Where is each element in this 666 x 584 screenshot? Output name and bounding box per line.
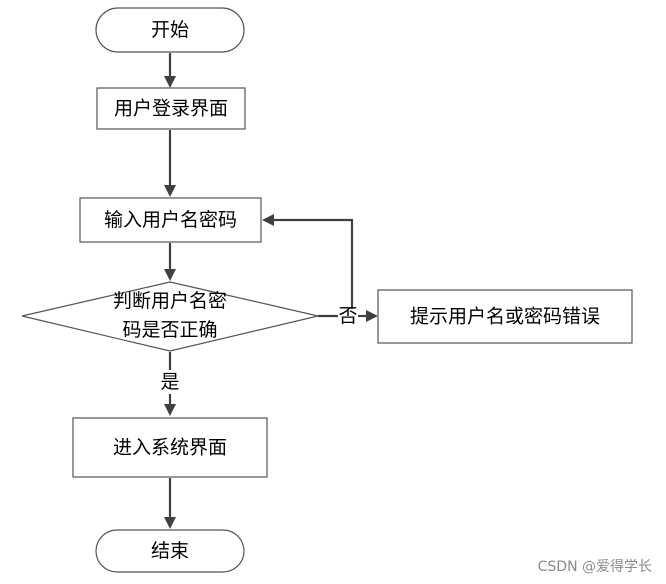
login-screen-label: 用户登录界面	[114, 98, 228, 120]
start-node: 开始	[95, 7, 245, 53]
error-prompt-node: 提示用户名或密码错误	[377, 289, 633, 344]
edges	[164, 53, 378, 529]
decision-node: 判断用户名密 码是否正确	[21, 281, 319, 352]
end-node: 结束	[95, 529, 245, 573]
enter-system-label: 进入系统界面	[113, 437, 227, 459]
edge-label-yes: 是	[160, 371, 179, 393]
decision-label-line1: 判断用户名密	[113, 290, 227, 312]
watermark-text: CSDN @爱得学长	[537, 559, 652, 575]
arrowhead-decision-to-enter-system	[164, 404, 176, 416]
input-credentials-box	[79, 197, 262, 243]
arrowhead-input-to-decision	[164, 269, 176, 281]
edge-label-no: 否	[338, 305, 357, 327]
edge-loop-back-to-input	[273, 218, 354, 309]
enter-system-node: 进入系统界面	[72, 417, 268, 478]
end-label: 结束	[151, 540, 189, 562]
error-prompt-box	[377, 289, 633, 344]
input-credentials-node: 输入用户名密码	[79, 197, 262, 243]
login-screen-node: 用户登录界面	[96, 87, 246, 130]
login-screen-box	[96, 87, 246, 130]
arrowhead-login-to-input	[164, 185, 176, 197]
decision-label-line2: 码是否正确	[122, 319, 217, 341]
error-prompt-label: 提示用户名或密码错误	[410, 306, 600, 328]
enter-system-box	[72, 417, 268, 478]
arrowhead-decision-to-error	[366, 310, 378, 322]
arrowhead-enter-system-to-end	[164, 517, 176, 529]
arrowhead-loop-back-to-input	[262, 214, 274, 226]
end-terminator-shape	[95, 529, 245, 573]
input-credentials-label: 输入用户名密码	[104, 209, 237, 231]
start-terminator-shape	[95, 7, 245, 53]
arrowhead-start-to-login	[164, 76, 176, 88]
decision-diamond-shape	[21, 281, 319, 352]
start-label: 开始	[151, 19, 189, 41]
